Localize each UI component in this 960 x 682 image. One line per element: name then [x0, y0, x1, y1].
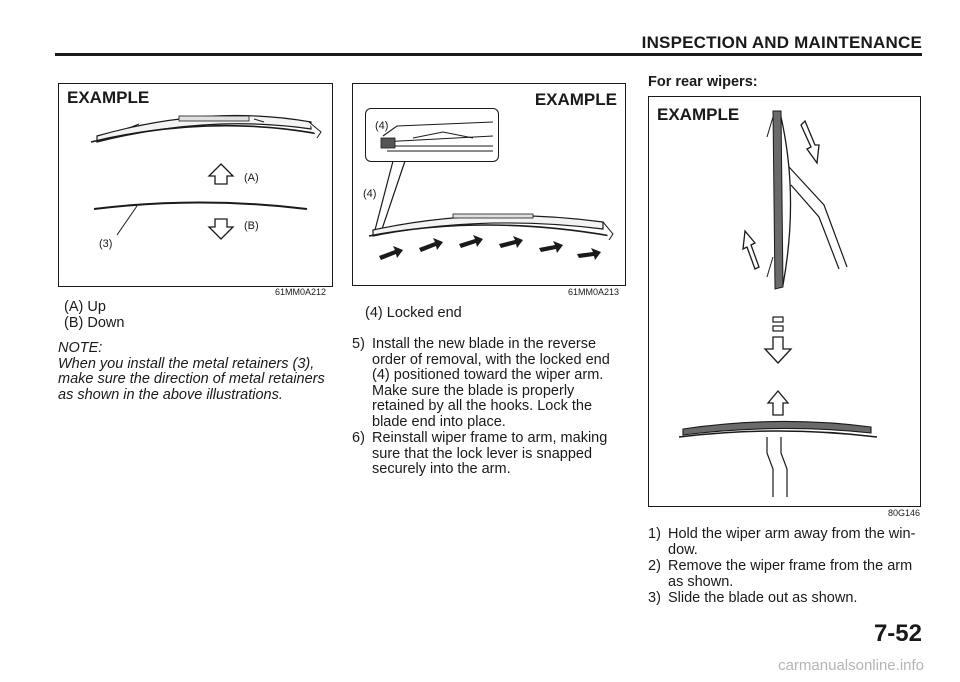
figure-rear-wiper: EXAMPLE	[648, 96, 921, 507]
blade-locked-end-illustration	[368, 121, 614, 260]
step-item: 2) Remove the wiper frame from the arm a…	[648, 558, 926, 590]
step-item: 3) Slide the blade out as shown.	[648, 590, 926, 607]
step-line: Install the new blade in the reverse	[372, 336, 597, 352]
note-line: make sure the direction of metal retaine…	[58, 371, 325, 387]
inset-detail	[365, 108, 499, 162]
figure-code: 61MM0A213	[568, 287, 620, 297]
step-number: 1)	[648, 526, 661, 542]
legend-list: (A) Up (B) Down	[64, 299, 125, 331]
note-block: NOTE: When you install the metal retaine…	[58, 340, 325, 403]
figure-code: 61MM0A212	[275, 287, 327, 297]
example-label: EXAMPLE	[67, 88, 150, 107]
step-number: 5)	[352, 336, 365, 352]
step-line: as shown.	[668, 573, 734, 590]
step-line: Remove the wiper frame from the arm	[668, 558, 913, 574]
step-number: 6)	[352, 430, 365, 446]
note-line: as shown in the above illustrations.	[58, 386, 283, 403]
step-line: sure that the lock lever is snapped	[372, 445, 593, 462]
label-down: (B)	[244, 220, 259, 232]
section-title: INSPECTION AND MAINTENANCE	[641, 33, 922, 52]
blade-illustration	[90, 114, 322, 240]
rear-wiper-illustration	[678, 110, 878, 497]
header-rule	[55, 53, 922, 56]
label-inset-locked-end: (4)	[375, 120, 389, 132]
rear-wiper-steps: 1) Hold the wiper arm away from the win-…	[648, 526, 926, 608]
step-line: blade end into place.	[372, 413, 506, 430]
step-line: Slide the blade out as shown.	[668, 590, 858, 606]
install-steps: 5) Install the new blade in the reverse …	[352, 336, 630, 479]
step-item: 5) Install the new blade in the reverse …	[352, 336, 630, 430]
legend-item: (B) Down	[64, 314, 125, 331]
label-up: (A)	[244, 172, 259, 184]
page-number: 7-52	[873, 620, 922, 647]
step-number: 2)	[648, 558, 661, 574]
label-locked-end: (4)	[363, 188, 377, 200]
rear-wipers-heading: For rear wipers:	[648, 74, 758, 90]
example-label: EXAMPLE	[657, 105, 740, 124]
step-item: 6) Reinstall wiper frame to arm, making …	[352, 430, 630, 478]
step-line: (4) positioned toward the wiper arm.	[372, 367, 604, 383]
step-line: dow.	[668, 541, 698, 558]
step-line: Reinstall wiper frame to arm, making	[372, 430, 608, 446]
step-line: order of removal, with the locked end	[372, 351, 610, 368]
label-retainer: (3)	[99, 238, 113, 250]
step-line: retained by all the hooks. Lock the	[372, 398, 593, 414]
legend-item: (A) Up	[64, 299, 106, 315]
example-label: EXAMPLE	[534, 90, 617, 109]
legend-locked-end: (4) Locked end	[365, 305, 462, 321]
note-title: NOTE:	[58, 340, 103, 356]
figure-locked-end: EXAMPLE (4) (4)	[352, 83, 626, 286]
step-item: 1) Hold the wiper arm away from the win-…	[648, 526, 926, 558]
figure-code: 80G146	[888, 508, 921, 518]
step-number: 3)	[648, 590, 661, 606]
step-line: Hold the wiper arm away from the win-	[668, 526, 916, 542]
watermark: carmanualsonline.info	[778, 657, 924, 674]
step-line: Make sure the blade is properly	[372, 382, 575, 399]
figure-retainer-direction: EXAMPLE (A) (B) (3)	[58, 83, 333, 287]
step-line: securely into the arm.	[372, 461, 511, 477]
note-line: When you install the metal retainers (3)…	[58, 355, 315, 372]
